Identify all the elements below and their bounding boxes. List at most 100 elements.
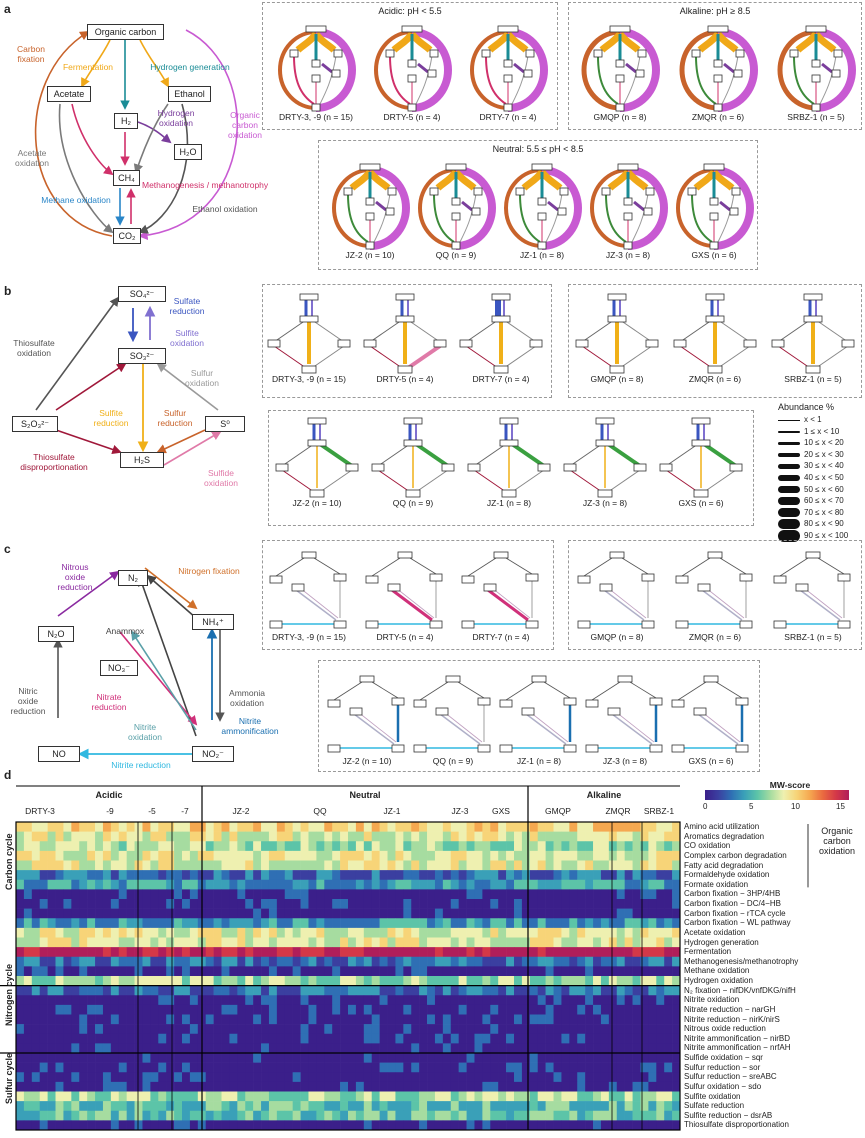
- heatmap-cell: [363, 927, 373, 938]
- heatmap-cell: [482, 1004, 491, 1015]
- heatmap-cell: [292, 947, 301, 958]
- heatmap-cell: [253, 1072, 262, 1083]
- heatmap-cell: [39, 1062, 48, 1073]
- heatmap-cell: [553, 1072, 562, 1083]
- heatmap-cell: [355, 1101, 365, 1112]
- heatmap-cell: [102, 899, 112, 909]
- heatmap-cell: [403, 860, 412, 871]
- cycle-label-carbon: Carbon cycle: [4, 833, 14, 890]
- heatmap-cell: [284, 822, 293, 832]
- heatmap-cell: [182, 831, 191, 842]
- colorbar-title: MW-score: [769, 780, 811, 790]
- heatmap-cell: [268, 860, 278, 871]
- heatmap-cell: [569, 860, 578, 871]
- heatmap-cell: [403, 1081, 412, 1092]
- carbon-neutral-title: Neutral: 5.5 ≤ pH < 8.5: [492, 144, 584, 154]
- heatmap-cell: [608, 1014, 618, 1025]
- heatmap-cell: [300, 1004, 309, 1015]
- heatmap-cell: [545, 1033, 554, 1044]
- heatmap-cell: [87, 850, 96, 861]
- heatmap-cell: [490, 831, 499, 842]
- heatmap-cell: [174, 889, 183, 900]
- heatmap-cell: [39, 908, 48, 919]
- heatmap-cell: [189, 889, 199, 900]
- heatmap-cell: [585, 1024, 594, 1035]
- heatmap-cell: [16, 966, 25, 977]
- heatmap-cell: [419, 1043, 428, 1054]
- heatmap-cell: [237, 1024, 246, 1035]
- heatmap-cell: [498, 976, 507, 986]
- heatmap-cell: [561, 908, 570, 919]
- heatmap-cell: [332, 927, 341, 938]
- heatmap-cell: [379, 841, 388, 852]
- heatmap-cell: [134, 899, 143, 909]
- heatmap-cell: [189, 966, 199, 977]
- heatmap-cell: [608, 1072, 618, 1083]
- heatmap-cell: [118, 1062, 127, 1073]
- heatmap-cell: [31, 1072, 41, 1083]
- heatmap-cell: [427, 976, 436, 986]
- heatmap-cell: [332, 1014, 341, 1025]
- heatmap-cell: [529, 841, 539, 852]
- heatmap-cell: [569, 899, 578, 909]
- heatmap-cell: [31, 899, 41, 909]
- heatmap-cell: [640, 908, 649, 919]
- heatmap-cell: [221, 1120, 230, 1131]
- heatmap-cell: [229, 1091, 238, 1102]
- heatmap-cell: [545, 976, 554, 986]
- heatmap-cell: [624, 927, 633, 938]
- heatmap-cell: [482, 1091, 491, 1102]
- heatmap-cell: [403, 908, 412, 919]
- heatmap-cell: [434, 976, 444, 986]
- sulfur-caption-alkaline-1: ZMQR (n = 6): [688, 374, 742, 384]
- heatmap-cell: [39, 860, 48, 871]
- heatmap-cell: [434, 1110, 444, 1121]
- heatmap-cell: [569, 1004, 578, 1015]
- heatmap-cell: [95, 1033, 104, 1044]
- heatmap-cell: [427, 899, 436, 909]
- heatmap-cell: [419, 850, 428, 861]
- heatmap-cell: [371, 918, 380, 929]
- heatmap-cell: [316, 908, 325, 919]
- heatmap-cell: [363, 860, 373, 871]
- heatmap-cell: [261, 1091, 270, 1102]
- heatmap-cell: [47, 976, 56, 986]
- heatmap-cell: [142, 1072, 151, 1083]
- heatmap-cell: [166, 1014, 175, 1025]
- heatmap-cell: [561, 841, 570, 852]
- heatmap-cell: [102, 1024, 112, 1035]
- heatmap-cell: [498, 937, 507, 948]
- heatmap-cell: [474, 1014, 483, 1025]
- heatmap-cell: [419, 1062, 428, 1073]
- heatmap-cell: [434, 831, 444, 842]
- heatmap-cell: [102, 841, 112, 852]
- heatmap-cell: [71, 850, 80, 861]
- heatmap-cell: [102, 1004, 112, 1015]
- heatmap-cell: [205, 947, 214, 958]
- heatmap-cell: [466, 908, 475, 919]
- heatmap-cell: [237, 889, 246, 900]
- heatmap-cell: [300, 1091, 309, 1102]
- heatmap-cell: [379, 1072, 388, 1083]
- heatmap-cell: [490, 956, 499, 967]
- heatmap-cell: [166, 1072, 175, 1083]
- heatmap-cell: [189, 899, 199, 909]
- heatmap-cell: [221, 956, 230, 967]
- heatmap-cell: [276, 870, 286, 881]
- heatmap-cell: [411, 1053, 420, 1063]
- heatmap-cell: [284, 937, 293, 948]
- heatmap-cell: [482, 850, 491, 861]
- heatmap-cell: [182, 870, 191, 881]
- carbon-alkaline-title: Alkaline: pH ≥ 8.5: [679, 6, 751, 16]
- heatmap-cell: [300, 889, 309, 900]
- heatmap-cell: [71, 870, 80, 881]
- cycle-label-sulfur: Sulfur cycle: [4, 1052, 14, 1104]
- heatmap-cell: [656, 1120, 665, 1131]
- heatmap-cell: [63, 976, 72, 986]
- heatmap-cell: [55, 1120, 64, 1131]
- heatmap-cell: [348, 1004, 357, 1015]
- heatmap-cell: [348, 1110, 357, 1121]
- heatmap-cell: [39, 918, 48, 929]
- heatmap-cell: [118, 879, 127, 890]
- heatmap-cell: [253, 927, 262, 938]
